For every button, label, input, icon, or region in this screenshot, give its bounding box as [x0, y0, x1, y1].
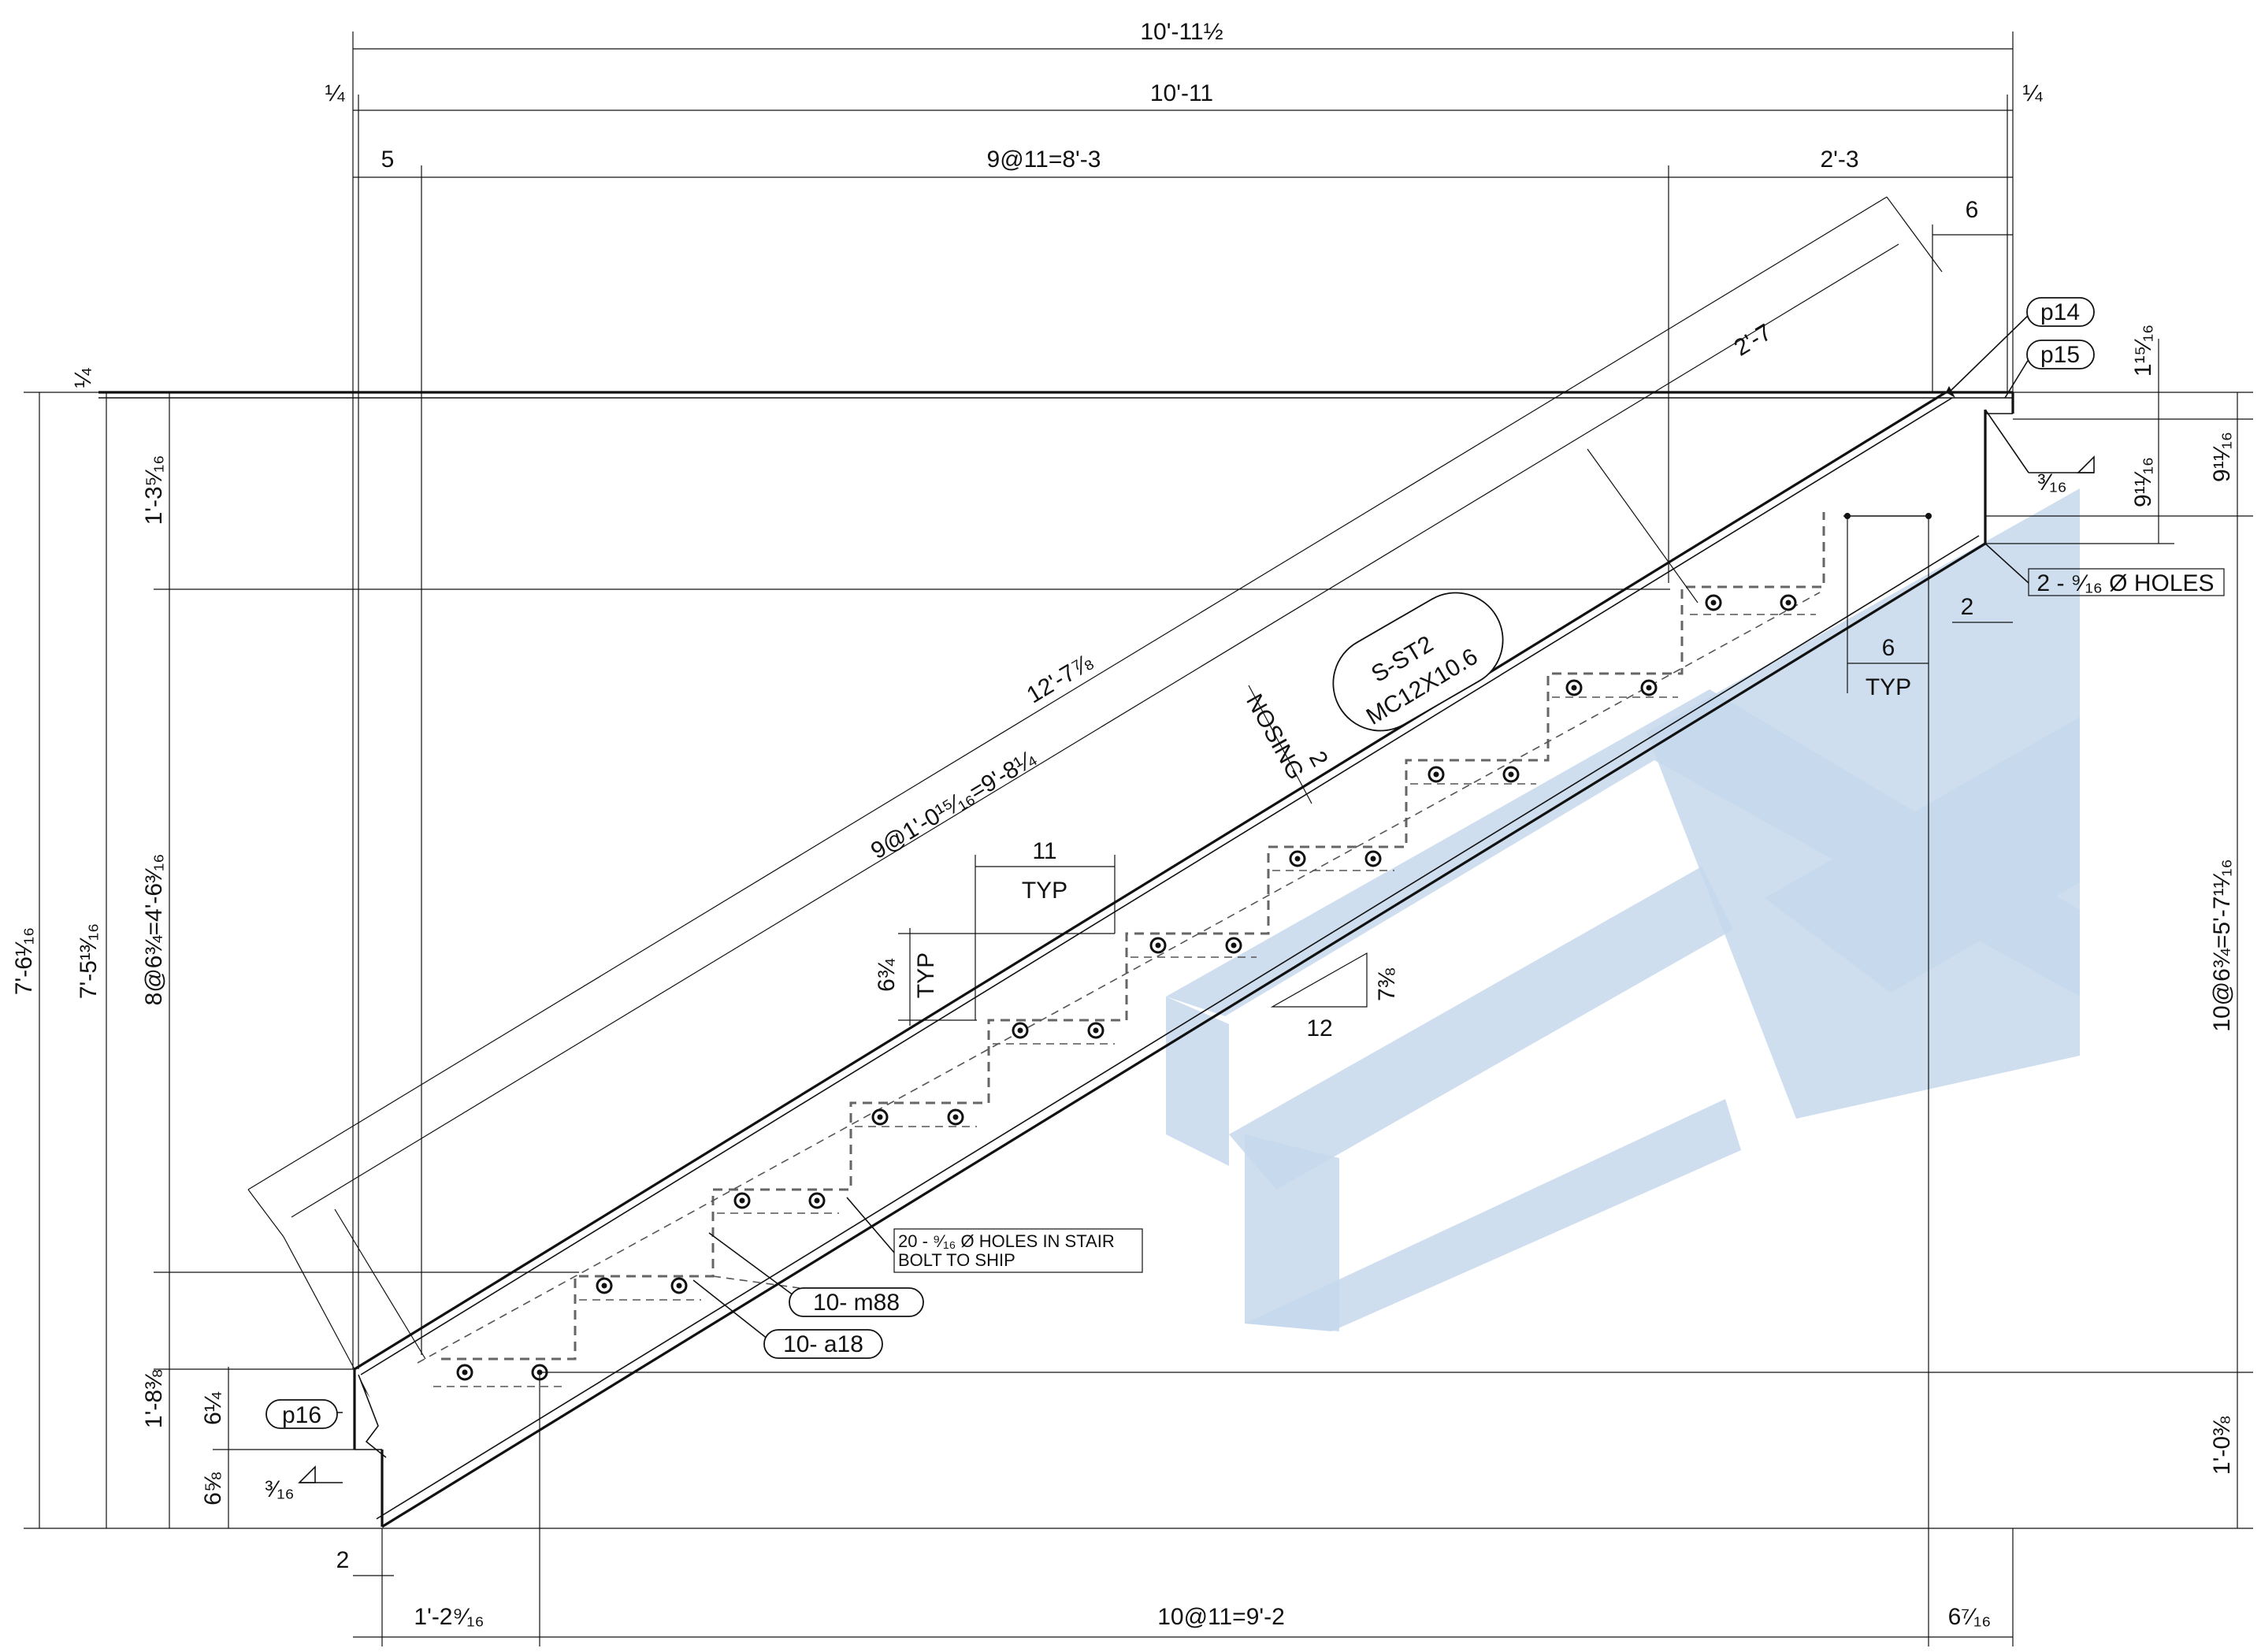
callout-m88: 10- m88	[813, 1290, 900, 1316]
dim-left-riser-spacing: 8@6¾=4'-6³⁄₁₆	[141, 854, 167, 1006]
dim-slope-run: 12	[1306, 1015, 1332, 1041]
dim-nosing-value: 2	[1304, 747, 1333, 771]
dim-top-left-quarter: ¼	[325, 80, 345, 106]
dimension-lines	[24, 32, 2253, 1646]
dim-left-658: 6⅝	[200, 1472, 226, 1505]
dim-riser-typ: TYP	[913, 952, 939, 998]
dim-bottom-spacing: 10@11=9'-2	[1157, 1604, 1285, 1630]
dim-right-typ: TYP	[1866, 674, 1911, 700]
dim-top-inner: 10'-11	[1150, 80, 1213, 106]
weld-symbols	[298, 409, 2095, 1483]
dim-right-bottom: 1'-0⅜	[2209, 1416, 2235, 1475]
dim-tread-spacing: 9@11=8'-3	[987, 147, 1101, 173]
dim-right-six: 6	[1966, 197, 1979, 223]
dim-slope-rise: 7⅜	[1374, 967, 1400, 1001]
dim-riser-634: 6¾	[874, 958, 900, 992]
dim-right-two: 2	[1961, 594, 1974, 620]
dim-left-overall: 7'-6¹⁄₁₆	[11, 927, 37, 995]
dim-tread-typ: TYP	[1022, 878, 1067, 904]
dim-bottom-right: 6⁷⁄₁₆	[1948, 1604, 1992, 1630]
dim-left-2: 7'-5¹³⁄₁₆	[76, 923, 102, 999]
dim-left-five: 5	[381, 147, 395, 173]
dim-right-typ6: 6	[1882, 635, 1895, 661]
holes-top-note: 2 - ⁹⁄₁₆ Ø HOLES	[2036, 570, 2214, 596]
dim-slope-spacing: 9@1'-0¹⁵⁄₁₆=9'-8¼	[867, 745, 1041, 864]
holes-stair-note-line2: BOLT TO SHIP	[898, 1250, 1015, 1270]
watermark-logo	[1166, 488, 2080, 1331]
dim-slope-length: 12'-7⅞	[1023, 649, 1098, 709]
weld-size-top: ³⁄₁₆	[2037, 470, 2066, 496]
callout-p16: p16	[282, 1402, 321, 1428]
dim-bottom-two: 2	[336, 1547, 350, 1573]
dim-left-quarter-mid: ¼	[70, 368, 96, 388]
dim-tread-eleven: 11	[1032, 838, 1056, 864]
dim-right-1-15-16: 1¹⁵⁄₁₆	[2130, 325, 2156, 377]
work-points	[1844, 513, 1932, 519]
stair-steps	[417, 512, 1825, 1387]
dim-right-riser-spacing: 10@6¾=5'-7¹¹⁄₁₆	[2209, 859, 2235, 1031]
callout-a18: 10- a18	[783, 1331, 863, 1357]
dim-right-9-11-16a: 9¹¹⁄₁₆	[2130, 457, 2156, 507]
dim-nosing-label: NOSING	[1241, 690, 1309, 785]
callout-p14: p14	[2040, 299, 2080, 325]
dim-bottom-left: 1'-2⁹⁄₁₆	[414, 1604, 484, 1630]
stringer-outline	[98, 391, 2014, 1528]
dim-right-9-11-16b: 9¹¹⁄₁₆	[2209, 432, 2235, 482]
weld-size-bottom: ³⁄₁₆	[265, 1476, 294, 1502]
dim-right-top: 2'-3	[1820, 147, 1858, 173]
dim-left-top: 1'-3⁵⁄₁₆	[141, 455, 167, 525]
dim-left-614: 6¼	[200, 1391, 226, 1425]
dim-stringer-2-7: 2'-7	[1730, 319, 1776, 362]
dim-left-bottom: 1'-8⅜	[141, 1369, 167, 1428]
dim-top-right-quarter: ¼	[2022, 80, 2043, 106]
callout-p15: p15	[2040, 342, 2080, 368]
dim-top-overall: 10'-11½	[1140, 19, 1223, 45]
holes-stair-note-line1: 20 - ⁹⁄₁₆ Ø HOLES IN STAIR	[898, 1231, 1115, 1251]
callouts	[265, 297, 2225, 1429]
